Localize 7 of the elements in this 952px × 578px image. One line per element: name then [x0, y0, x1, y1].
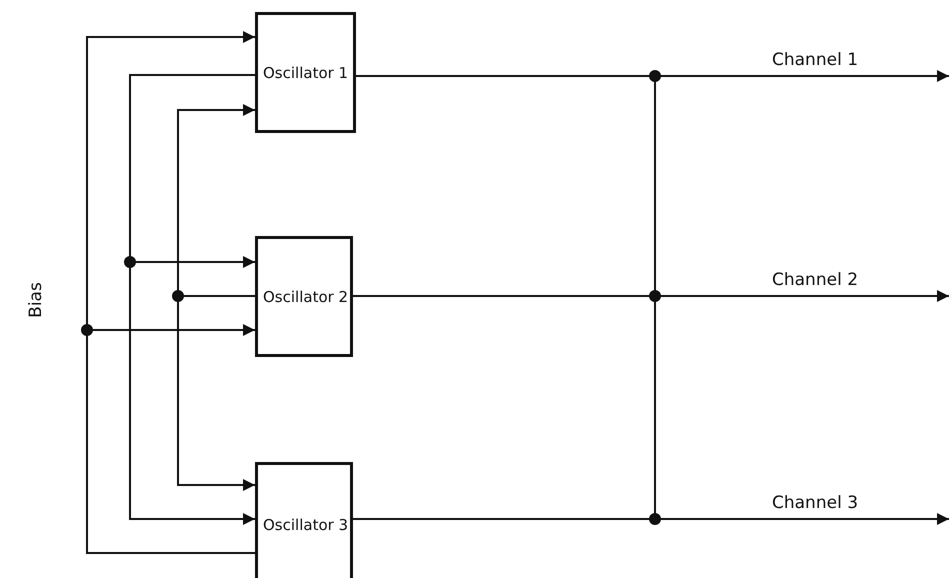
box-label: Oscillator 2	[262, 288, 348, 306]
oscillator-box	[255, 12, 356, 133]
input-label: Bias	[26, 282, 46, 318]
oscillator-box	[255, 236, 353, 357]
oscillator-box	[255, 462, 353, 578]
box-label: Oscillator 1	[262, 64, 348, 82]
box-label: Oscillator 3	[262, 516, 348, 534]
